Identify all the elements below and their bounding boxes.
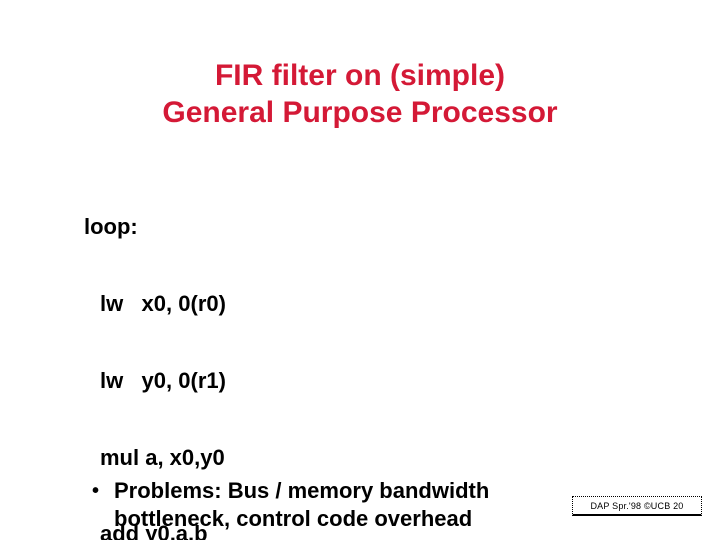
bullet-marker-icon: •: [92, 480, 100, 502]
title-line-1: FIR filter on (simple): [214, 59, 505, 92]
bullet-text-line-1: Problems: Bus / memory bandwidth: [114, 478, 490, 503]
assembly-code-listing: loop: lw x0, 0(r0) lw y0, 0(r1) mul a, x…: [84, 163, 504, 540]
footer-attribution-text: DAP Spr.'98 ©UCB 20: [590, 500, 684, 511]
slide-title: FIR filter on (simple) General Purpose P…: [0, 57, 720, 131]
code-line-lw-y0: lw y0, 0(r1): [100, 367, 226, 393]
bullet-item-text: Problems: Bus / memory bandwidth bottlen…: [114, 477, 562, 533]
footer-attribution-box: DAP Spr.'98 ©UCB 20: [572, 496, 702, 516]
code-line-loop-label: loop:: [84, 214, 138, 240]
code-line-lw-x0: lw x0, 0(r0): [100, 290, 226, 316]
code-line-mul: mul a, x0,y0: [100, 444, 225, 470]
code-line-add: add y0,a,b: [100, 521, 208, 540]
bullet-list: • Problems: Bus / memory bandwidth bottl…: [92, 477, 562, 533]
list-item: • Problems: Bus / memory bandwidth bottl…: [92, 477, 562, 533]
bullet-text-line-2: bottleneck, control code overhead: [114, 506, 473, 531]
title-line-2: General Purpose Processor: [162, 96, 558, 129]
